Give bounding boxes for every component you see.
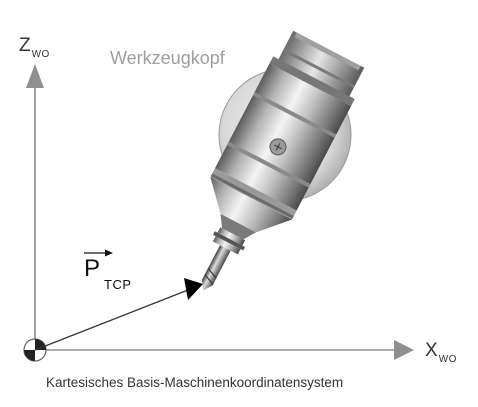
tool-head-label: Werkzeugkopf — [110, 48, 225, 68]
x-axis-subscript: WO — [438, 354, 457, 365]
z-axis-letter: Z — [19, 35, 31, 56]
tcp-vector-arrowhead — [184, 278, 203, 300]
x-axis-label: XWO — [425, 340, 457, 365]
tcp-vector-subscript: TCP — [104, 277, 132, 292]
tcp-vector-line — [34, 289, 189, 351]
z-axis-subscript: WO — [31, 49, 50, 60]
x-axis — [35, 340, 414, 360]
vector-overline-arrow — [84, 249, 113, 257]
x-axis-arrowhead — [394, 340, 414, 360]
tcp-vector-symbol: P — [84, 255, 101, 282]
z-axis-arrowhead — [26, 64, 44, 88]
z-axis — [26, 64, 44, 346]
z-axis-label: ZWO — [19, 35, 50, 60]
coordinate-system-caption: Kartesisches Basis-Maschinenkoordinatens… — [46, 375, 344, 390]
tool-head-illustration — [201, 30, 365, 291]
x-axis-letter: X — [425, 340, 438, 361]
